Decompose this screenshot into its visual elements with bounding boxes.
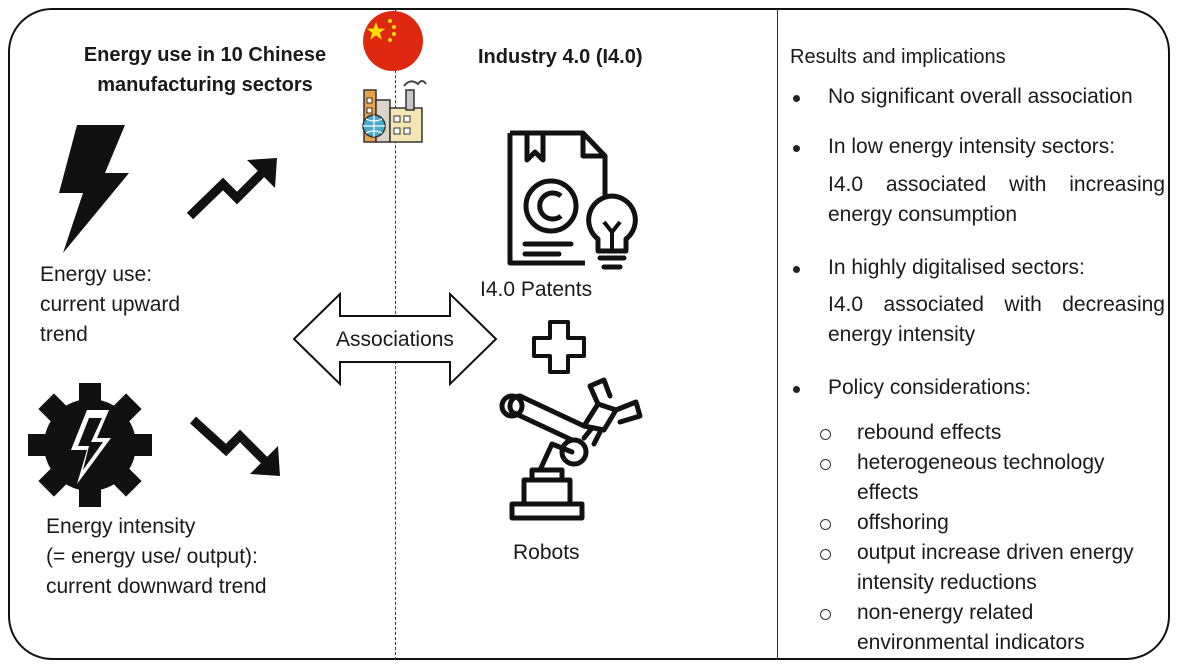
lightning-bolt-icon	[59, 125, 129, 253]
left-title-line-2: manufacturing sectors	[97, 74, 313, 96]
trend-up-arrow-icon	[186, 158, 277, 220]
energy-intensity-line-2: (= energy use/ output):	[46, 545, 258, 568]
sub-bullet-marker	[820, 459, 831, 470]
low-intensity-detail-line-1: I4.0 associated with increasing	[828, 173, 1165, 196]
bullet-highly-digitalised: In highly digitalised sectors:	[828, 256, 1085, 279]
diagram-frame	[8, 8, 1170, 660]
associations-label: Associations	[336, 328, 454, 351]
bullet-marker	[793, 145, 800, 152]
energy-use-line-2: current upward	[40, 293, 181, 316]
right-title: Results and implications	[790, 46, 1006, 68]
sub-bullet-marker	[820, 549, 831, 560]
sub-bullet-marker	[820, 429, 831, 440]
sub-heterogeneous-line-2: effects	[857, 481, 919, 504]
sub-output-increase-line-2: intensity reductions	[857, 571, 1037, 594]
bullet-marker	[793, 386, 800, 393]
lightbulb-icon	[586, 193, 638, 270]
energy-use-text: Energy use: current upward trend	[40, 260, 180, 350]
sub-heterogeneous-line-1: heterogeneous technology	[857, 451, 1105, 474]
bullet-policy: Policy considerations:	[828, 376, 1032, 399]
energy-intensity-line-3: current downward trend	[46, 575, 267, 598]
left-title: Energy use in 10 Chinese manufacturing s…	[60, 40, 350, 100]
bullet-low-intensity: In low energy intensity sectors:	[828, 135, 1116, 158]
sub-non-energy-line-1: non-energy related	[857, 601, 1034, 624]
low-intensity-detail-line-2: energy consumption	[828, 203, 1018, 226]
sub-bullet-marker	[820, 609, 831, 620]
patent-document-icon	[507, 130, 608, 266]
factory-icon	[362, 80, 427, 143]
middle-title: Industry 4.0 (I4.0)	[478, 46, 643, 68]
sub-bullet-marker	[820, 519, 831, 530]
sub-offshoring: offshoring	[857, 511, 949, 534]
sub-output-increase-line-1: output increase driven energy	[857, 541, 1134, 564]
solid-divider	[777, 10, 778, 660]
robots-label: Robots	[513, 541, 580, 564]
bullet-marker	[793, 266, 800, 273]
bullet-marker	[793, 95, 800, 102]
plus-icon	[532, 320, 586, 374]
sub-rebound-effects: rebound effects	[857, 421, 1002, 444]
bullet-no-association: No significant overall association	[828, 85, 1133, 108]
gear-lightning-icon	[28, 383, 152, 507]
china-flag-icon	[363, 11, 423, 71]
energy-intensity-line-1: Energy intensity	[46, 515, 196, 538]
energy-use-line-1: Energy use:	[40, 263, 153, 286]
energy-use-line-3: trend	[40, 323, 88, 346]
double-arrow-icon	[292, 291, 498, 387]
sub-non-energy-line-2: environmental indicators	[857, 631, 1085, 654]
patents-label: I4.0 Patents	[480, 278, 593, 301]
robot-arm-icon	[499, 377, 643, 521]
digitalised-detail-line-1: I4.0 associated with decreasing	[828, 293, 1165, 316]
left-title-line-1: Energy use in 10 Chinese	[83, 44, 327, 66]
digitalised-detail-line-2: energy intensity	[828, 323, 976, 346]
trend-down-arrow-icon	[189, 416, 280, 476]
energy-intensity-text: Energy intensity (= energy use/ output):…	[46, 512, 267, 602]
